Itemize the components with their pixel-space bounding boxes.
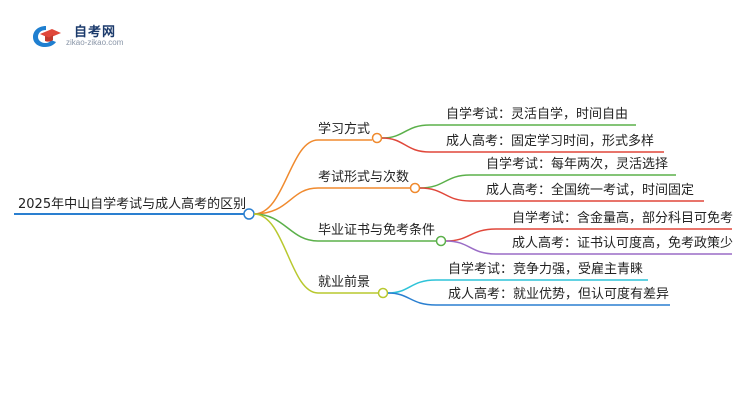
site-logo[interactable]: 自考网 zikao-zikao.com	[30, 20, 140, 52]
leaf-learning-self-study[interactable]: 自学考试：灵活自学，时间自由	[446, 107, 629, 122]
leaf-exam-adult-exam[interactable]: 成人高考：全国统一考试，时间固定	[486, 183, 695, 198]
branch-dot[interactable]	[377, 287, 389, 299]
leaf-job-adult-exam[interactable]: 成人高考：就业优势，但认可度有差异	[448, 287, 670, 302]
leaf-job-self-study[interactable]: 自学考试：竞争力强，受雇主青睐	[448, 262, 644, 277]
graduation-cap-icon	[33, 26, 61, 47]
leaf-exam-self-study[interactable]: 自学考试：每年两次，灵活选择	[486, 157, 669, 172]
branch-certificate[interactable]: 毕业证书与免考条件	[318, 223, 436, 238]
branch-employment[interactable]: 就业前景	[318, 275, 371, 290]
leaf-learning-adult-exam[interactable]: 成人高考：固定学习时间，形式多样	[446, 134, 655, 149]
leaf-cert-adult-exam[interactable]: 成人高考：证书认可度高，免考政策少	[512, 236, 734, 251]
branch-dot[interactable]	[435, 235, 447, 247]
branch-learning-mode[interactable]: 学习方式	[318, 122, 371, 137]
branch-exam-format[interactable]: 考试形式与次数	[318, 170, 410, 185]
root-topic[interactable]: 2025年中山自学考试与成人高考的区别	[18, 197, 247, 212]
branch-dot[interactable]	[409, 182, 421, 194]
logo-title: 自考网	[74, 25, 117, 40]
logo-url: zikao-zikao.com	[66, 38, 124, 47]
branch-dot[interactable]	[371, 132, 383, 144]
leaf-cert-self-study[interactable]: 自学考试：含金量高，部分科目可免考	[512, 211, 734, 226]
